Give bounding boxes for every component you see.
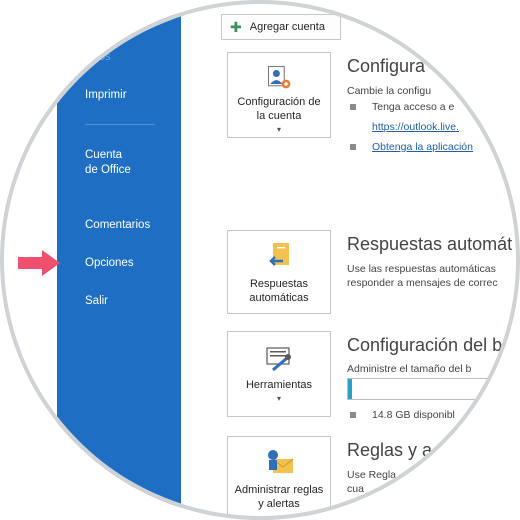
sidebar-item-imprimir[interactable]: Imprimir xyxy=(85,89,127,101)
automatic-replies-button[interactable]: Respuestas automáticas xyxy=(227,230,331,314)
section-title: Reglas y a xyxy=(347,440,433,460)
storage-free-text: 14.8 GB disponibl xyxy=(372,409,455,421)
automatic-replies-label: Respuestas automáticas xyxy=(249,278,309,304)
sidebar-item-cuenta-office[interactable]: Cuenta de Office xyxy=(85,149,131,176)
section-description: Use las respuestas automáticas xyxy=(347,263,496,275)
outlook-link[interactable]: https://outlook.live. xyxy=(372,121,459,133)
bullet-icon xyxy=(350,104,356,110)
bullet-text: Tenga acceso a e xyxy=(372,101,455,113)
account-settings-icon xyxy=(267,65,291,89)
manage-rules-alerts-button[interactable]: Administrar reglas y alertas xyxy=(227,436,331,520)
sidebar-faded-item[interactable]: ...ilos xyxy=(85,51,111,63)
add-account-button[interactable]: ✚ Agregar cuenta xyxy=(221,14,341,40)
sidebar-item-salir[interactable]: Salir xyxy=(85,295,109,307)
pointer-arrow-icon xyxy=(18,250,60,276)
get-app-link[interactable]: Obtenga la aplicación xyxy=(372,141,473,153)
section-title: Configura xyxy=(347,56,426,76)
section-description: responder a mensajes de correc xyxy=(347,277,498,289)
bullet-icon xyxy=(350,412,356,418)
sidebar-item-comentarios[interactable]: Comentarios xyxy=(85,219,151,231)
section-description: cua xyxy=(347,483,364,495)
tools-button[interactable]: Herramientas ▾ xyxy=(227,331,331,417)
chevron-down-icon: ▾ xyxy=(276,125,281,134)
section-title: Configuración del b xyxy=(347,335,503,355)
section-title: Respuestas automát xyxy=(347,234,513,254)
section-description: Cambie la configu xyxy=(347,85,432,97)
plus-icon: ✚ xyxy=(230,18,242,35)
add-account-label: Agregar cuenta xyxy=(249,21,325,33)
account-info-panel: ✚ Agregar cuenta Configuración de la cue… xyxy=(181,0,520,520)
bullet-icon xyxy=(350,144,356,150)
account-settings-button[interactable]: Configuración de la cuenta ▾ xyxy=(227,52,331,138)
sidebar-faded-item[interactable]: ...entos xyxy=(85,35,122,47)
tools-icon xyxy=(266,347,291,372)
storage-fill xyxy=(348,379,352,399)
sidebar-divider xyxy=(85,124,155,125)
sidebar-item-opciones[interactable]: Opciones xyxy=(85,257,134,269)
automatic-replies-icon xyxy=(269,243,289,266)
account-settings-label: Configuración de la cuenta xyxy=(237,96,321,122)
manage-rules-label: Administrar reglas y alertas xyxy=(234,484,324,510)
section-description: Use Regla xyxy=(347,469,397,481)
backstage-sidebar: ...entos ...ilos Imprimir Cuenta de Offi… xyxy=(57,0,181,520)
chevron-down-icon: ▾ xyxy=(276,394,281,403)
rules-alerts-icon xyxy=(268,450,294,473)
tools-label: Herramientas xyxy=(245,379,313,391)
mailbox-storage-bar xyxy=(347,378,520,400)
section-description: Administre el tamaño del b xyxy=(347,363,472,375)
